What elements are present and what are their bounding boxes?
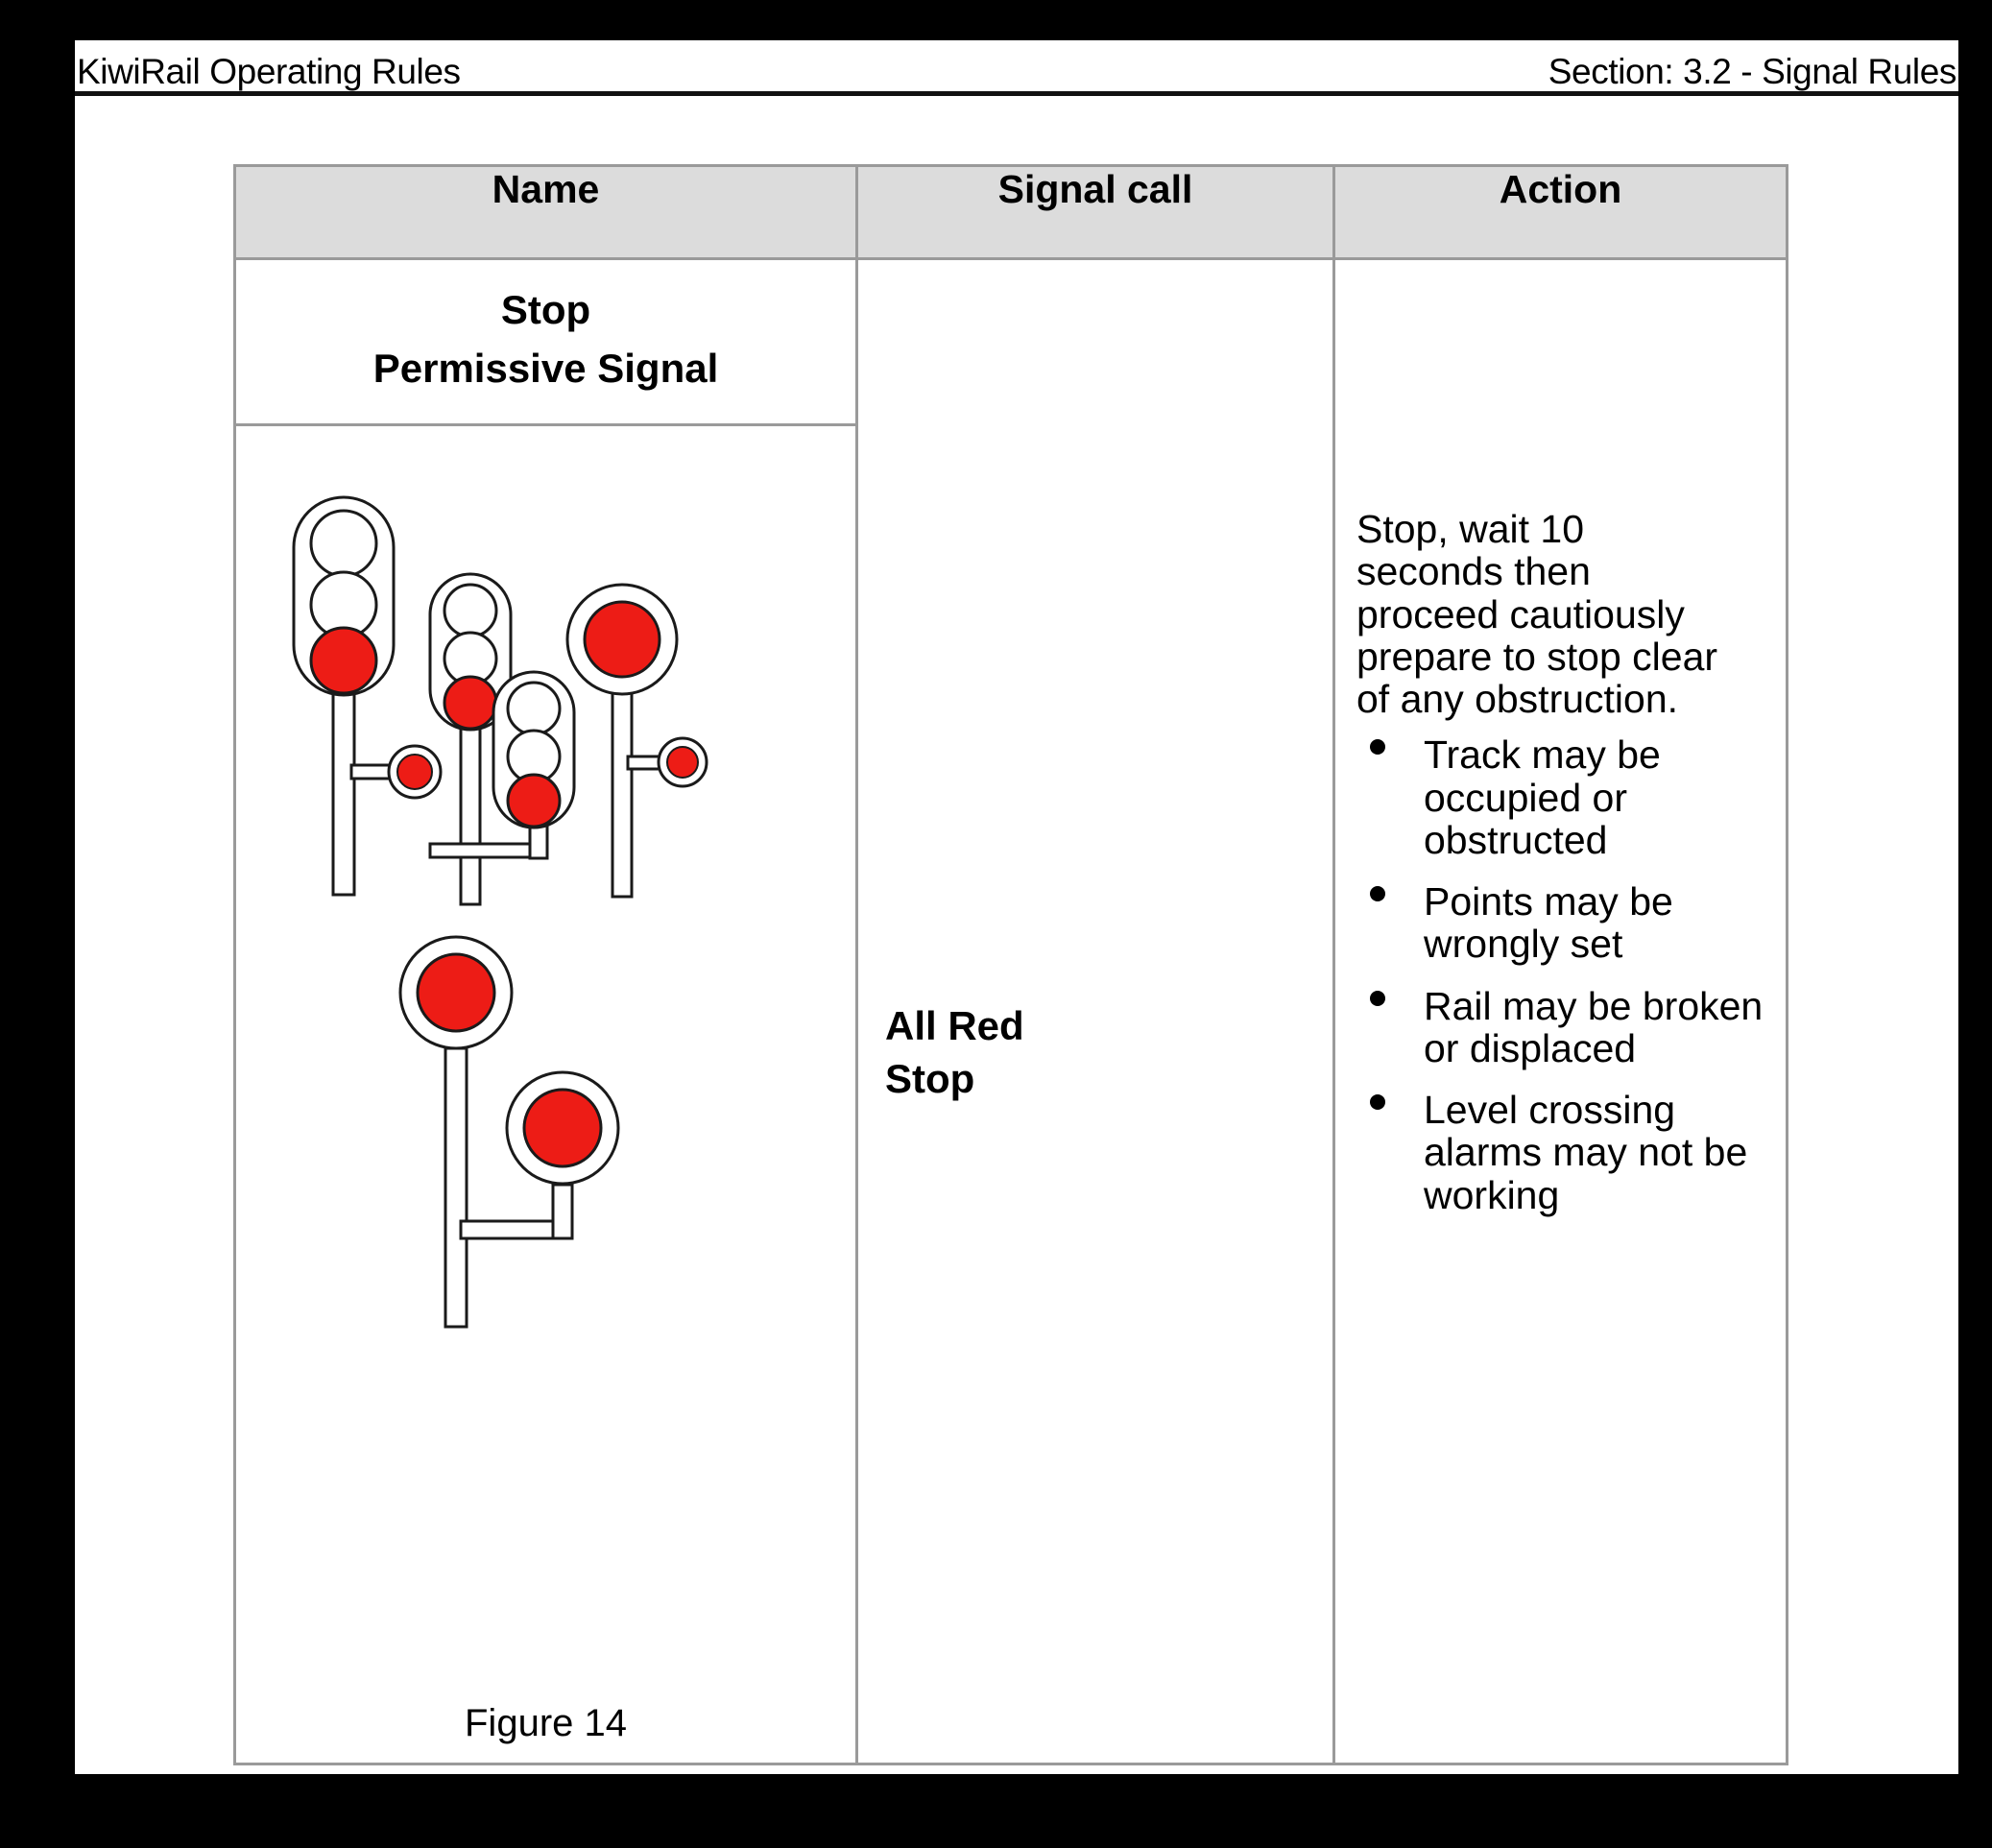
document-page: KiwiRail Operating Rules Section: 3.2 - … xyxy=(75,40,1958,1774)
signal-name-block: Stop Permissive Signal xyxy=(236,260,855,426)
table-header-row: Name Signal call Action xyxy=(233,164,1788,260)
action-content: Stop, wait 10 seconds then proceed cauti… xyxy=(1335,260,1786,1255)
cell-signal-call: All Red Stop xyxy=(855,257,1335,1765)
signal-name-line-2: Permissive Signal xyxy=(372,345,719,391)
header-title-left: KiwiRail Operating Rules xyxy=(77,52,461,91)
list-item-label: Points may be wrongly set xyxy=(1424,879,1673,967)
list-item-label: Track may be occupied or obstructed xyxy=(1424,732,1661,862)
signal-call-line-2: Stop xyxy=(885,1056,975,1102)
column-header-action: Action xyxy=(1332,164,1788,260)
signal-disc-pair-bracket xyxy=(398,933,670,1329)
signal-3-aspect-bracket-lower xyxy=(428,666,651,887)
signal-rules-table: Name Signal call Action Stop Permissive … xyxy=(233,164,1788,1765)
signal-figure-area: Figure 14 xyxy=(236,425,855,1763)
column-header-name: Name xyxy=(233,164,858,260)
list-item-label: Rail may be broken or displaced xyxy=(1424,983,1764,1070)
bullet-icon xyxy=(1370,886,1385,902)
action-bullet-list: Track may be occupied or obstructed Poin… xyxy=(1356,733,1768,1216)
list-item: Track may be occupied or obstructed xyxy=(1356,733,1768,861)
list-item: Points may be wrongly set xyxy=(1356,880,1768,966)
table-row: Stop Permissive Signal xyxy=(233,257,1788,1765)
list-item: Level crossing alarms may not be working xyxy=(1356,1089,1768,1216)
list-item-label: Level crossing alarms may not be working xyxy=(1424,1088,1748,1217)
document-running-header: KiwiRail Operating Rules Section: 3.2 - … xyxy=(75,40,1958,96)
figure-caption: Figure 14 xyxy=(465,1701,627,1744)
signal-call-line-1: All Red xyxy=(885,1003,1024,1048)
bullet-icon xyxy=(1370,1094,1385,1111)
column-header-signal-call: Signal call xyxy=(855,164,1335,260)
cell-name: Stop Permissive Signal xyxy=(233,257,858,1765)
cell-action: Stop, wait 10 seconds then proceed cauti… xyxy=(1332,257,1788,1765)
header-section-right: Section: 3.2 - Signal Rules xyxy=(1548,52,1957,91)
signal-rules-table-wrapper: Name Signal call Action Stop Permissive … xyxy=(233,164,1788,1765)
signal-3-aspect-with-subsidiary-left xyxy=(282,492,465,897)
list-item: Rail may be broken or displaced xyxy=(1356,983,1768,1070)
bullet-icon xyxy=(1370,739,1385,756)
action-intro-paragraph: Stop, wait 10 seconds then proceed cauti… xyxy=(1356,507,1718,722)
signal-call-text: All Red Stop xyxy=(885,999,1024,1106)
signal-disc-with-subsidiary xyxy=(565,580,756,899)
bullet-icon xyxy=(1370,990,1385,1006)
signal-3-aspect-bracket-upper xyxy=(424,568,568,906)
signal-name-line-1: Stop xyxy=(500,287,591,332)
